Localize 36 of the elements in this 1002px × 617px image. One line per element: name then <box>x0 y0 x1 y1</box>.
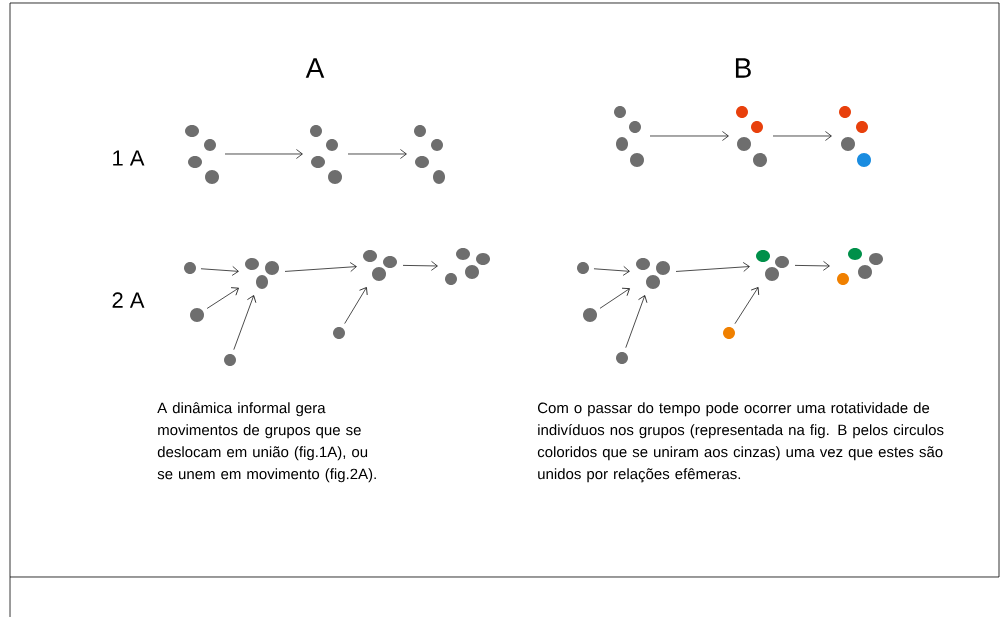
arrow <box>794 261 830 271</box>
dot-cluster <box>414 125 445 184</box>
caption-text: Com o passar do tempo pode ocorrer uma rotatividade de indivíduos nos grupos (representada na fig. B pelos circulos coloridos que se uniram aos cinzas) uma vez que estes são unidos por relações efêmeras. <box>537 402 944 483</box>
caption-text: A dinâmica informal gera movimentos de grupos que se deslocam em união (fig.1A), ou se unem em movimento (fig.2A). <box>157 402 376 483</box>
panel-letter: A <box>305 58 325 78</box>
row-label: 1 A <box>113 150 145 166</box>
panel-letter: B <box>735 58 751 78</box>
dot-cluster <box>837 248 883 285</box>
dot-cluster <box>839 106 871 167</box>
dot <box>583 308 597 322</box>
dot-cluster <box>756 250 789 281</box>
arrow <box>625 295 648 348</box>
dot-cluster <box>363 250 397 281</box>
arrow <box>675 262 750 272</box>
arrow <box>233 295 257 351</box>
arrow <box>224 149 303 159</box>
dot-cluster <box>310 125 342 184</box>
row-label: 2 A <box>112 292 145 308</box>
arrow <box>206 287 239 309</box>
arrow <box>347 149 407 159</box>
arrow <box>284 262 357 272</box>
dot-cluster <box>445 248 490 285</box>
arrow <box>593 266 630 276</box>
arrow <box>344 287 368 324</box>
dot-cluster <box>636 258 670 289</box>
dot-cluster <box>185 125 219 184</box>
arrow <box>734 287 760 325</box>
arrow <box>772 131 832 141</box>
arrow <box>599 287 630 309</box>
dot-cluster <box>614 106 644 167</box>
arrow <box>402 261 438 271</box>
dot <box>190 308 204 322</box>
dot-cluster <box>245 258 279 289</box>
dot-cluster <box>736 106 767 167</box>
arrow <box>200 266 239 276</box>
arrow <box>649 131 729 141</box>
